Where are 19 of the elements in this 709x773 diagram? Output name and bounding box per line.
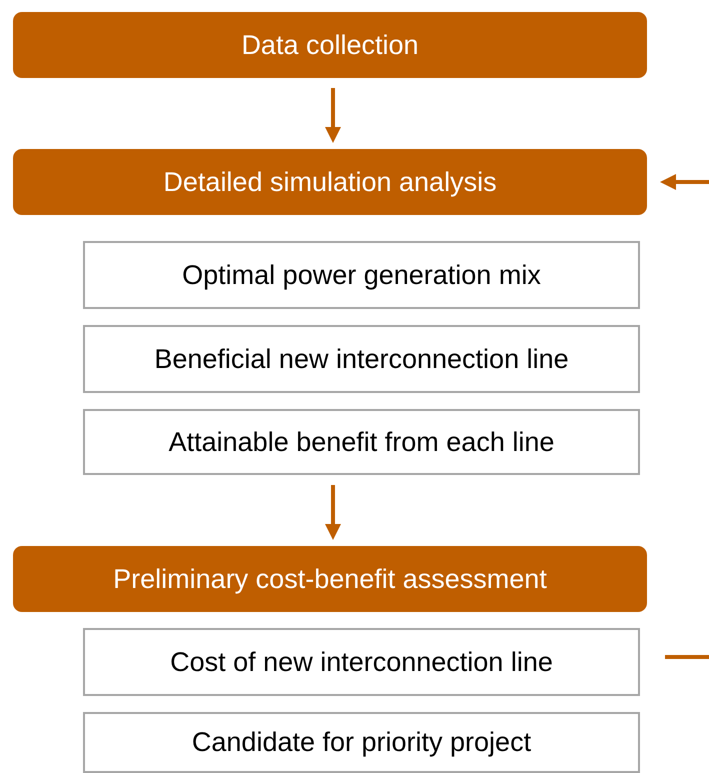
arrow xyxy=(660,174,709,190)
node-text: Detailed simulation analysis xyxy=(163,166,497,198)
arrow xyxy=(325,485,341,540)
stage-box xyxy=(13,149,647,215)
stage-box xyxy=(13,12,647,78)
node-text: Attainable benefit from each line xyxy=(168,426,554,458)
item-box xyxy=(83,325,640,393)
node-text: Candidate for priority project xyxy=(192,727,532,758)
node-text: Data collection xyxy=(241,30,419,60)
node-text: Beneficial new interconnection line xyxy=(154,344,569,374)
node-text: Preliminary cost-benefit assessment xyxy=(113,564,547,594)
item-box xyxy=(83,241,640,309)
item-box xyxy=(83,409,640,475)
stage-box xyxy=(13,546,647,612)
item-box xyxy=(83,628,640,696)
arrow xyxy=(325,88,341,143)
node-text: Optimal power generation mix xyxy=(182,260,541,290)
node-text: Cost of new interconnection line xyxy=(170,646,553,678)
item-box xyxy=(83,712,640,773)
